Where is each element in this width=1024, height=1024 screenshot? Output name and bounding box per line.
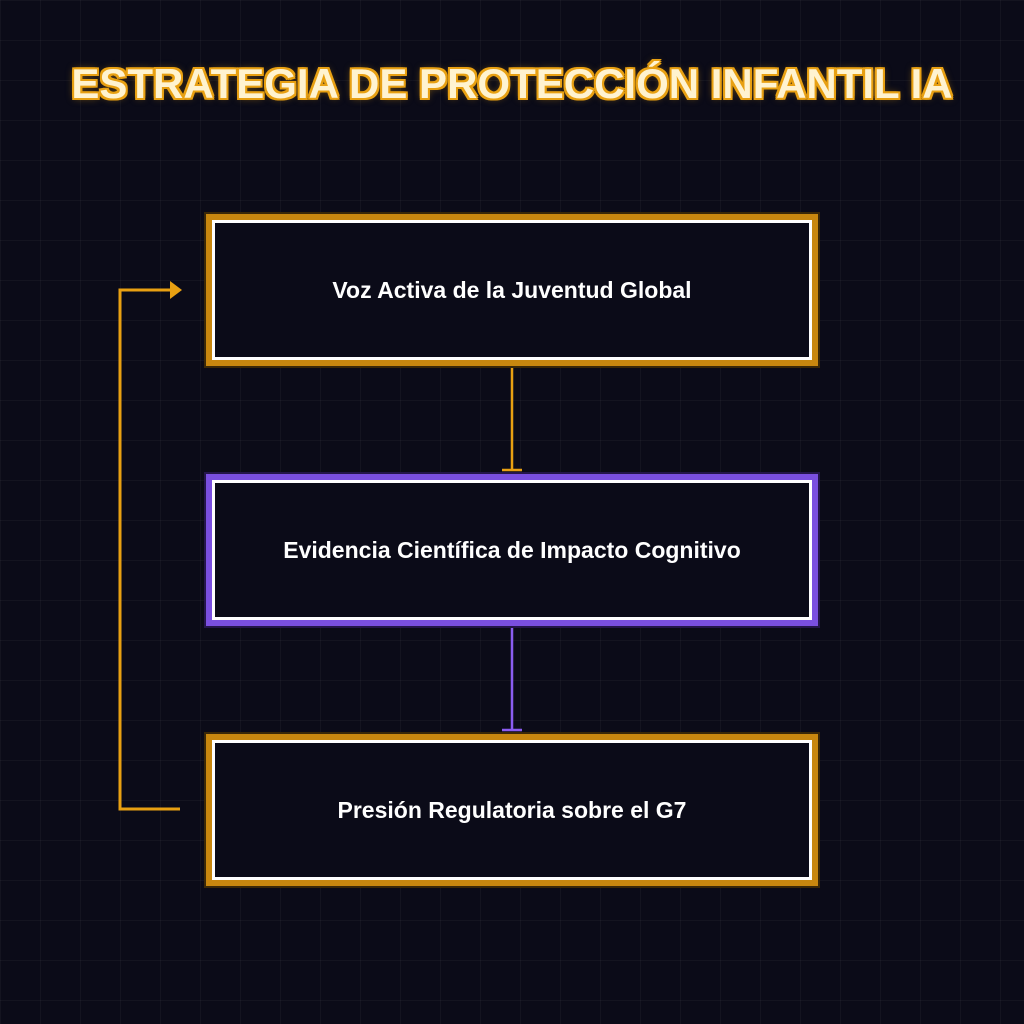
- edge-presion-to-voz-arrowhead: [170, 281, 182, 299]
- diagram-title: ESTRATEGIA DE PROTECCIÓN INFANTIL IA: [71, 60, 953, 107]
- node-evidencia-cientifica-box: Evidencia Científica de Impacto Cognitiv…: [212, 480, 812, 620]
- edge-presion-to-voz-loop: [118, 288, 180, 811]
- node-presion-regulatoria: Presión Regulatoria sobre el G7: [206, 734, 818, 886]
- node-presion-regulatoria-label: Presión Regulatoria sobre el G7: [337, 796, 687, 823]
- node-presion-regulatoria-box: Presión Regulatoria sobre el G7: [212, 740, 812, 880]
- node-evidencia-cientifica-label: Evidencia Científica de Impacto Cognitiv…: [283, 536, 741, 563]
- node-voz-activa-label: Voz Activa de la Juventud Global: [332, 276, 692, 303]
- node-voz-activa: Voz Activa de la Juventud Global: [206, 214, 818, 366]
- node-evidencia-cientifica: Evidencia Científica de Impacto Cognitiv…: [206, 474, 818, 626]
- node-voz-activa-box: Voz Activa de la Juventud Global: [212, 220, 812, 360]
